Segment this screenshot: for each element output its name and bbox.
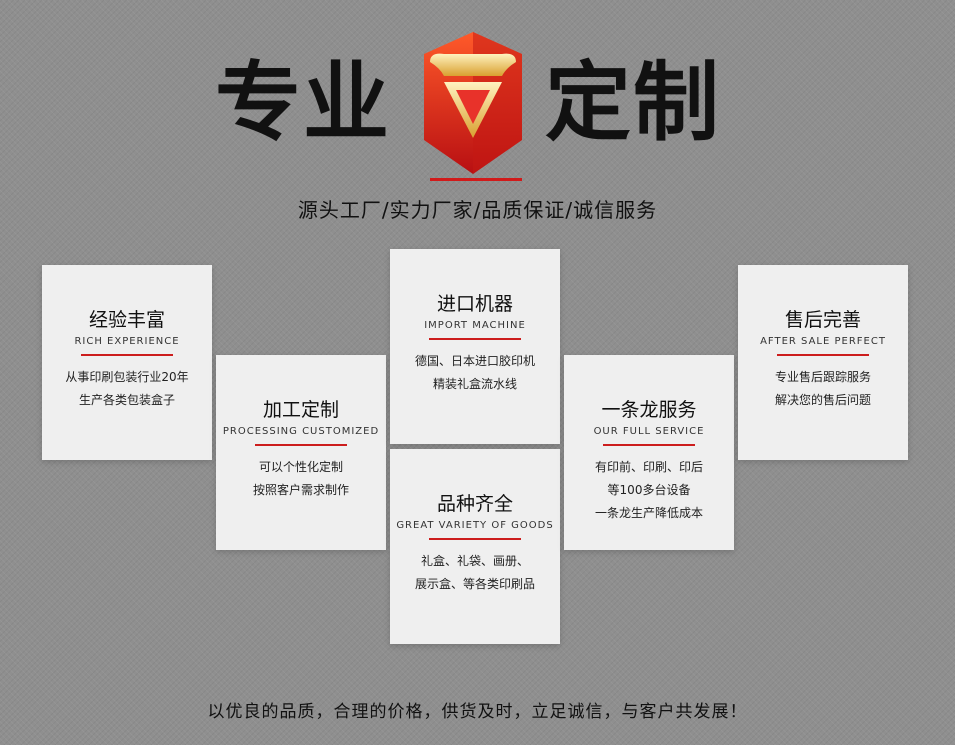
card-line: 展示盒、等各类印刷品 (414, 577, 535, 591)
card-line: 一条龙生产降低成本 (594, 506, 703, 520)
card-description: 德国、日本进口胶印机 精装礼盒流水线 (390, 350, 560, 396)
card-divider (81, 354, 173, 356)
card-divider (255, 444, 347, 446)
title-right: 定制 (545, 52, 721, 153)
card-divider (429, 338, 521, 340)
card-description: 礼盒、礼袋、画册、 展示盒、等各类印刷品 (390, 550, 560, 596)
shield-emblem-icon (424, 32, 522, 174)
card-title: 品种齐全 (436, 493, 513, 515)
feature-card-experience: 经验丰富 RICH EXPERIENCE 从事印刷包装行业20年 生产各类包装盒… (42, 265, 212, 460)
card-line: 等100多台设备 (607, 483, 691, 497)
card-line: 德国、日本进口胶印机 (414, 354, 535, 368)
card-english-title: GREAT VARIETY OF GOODS (396, 520, 554, 531)
feature-card-machine: 进口机器 IMPORT MACHINE 德国、日本进口胶印机 精装礼盒流水线 (390, 249, 560, 444)
subtitle: 源头工厂/实力厂家/品质保证/诚信服务 (297, 198, 658, 222)
card-line: 有印前、印刷、印后 (594, 460, 703, 474)
feature-card-variety: 品种齐全 GREAT VARIETY OF GOODS 礼盒、礼袋、画册、 展示… (390, 449, 560, 644)
feature-card-customized: 加工定制 PROCESSING CUSTOMIZED 可以个性化定制 按照客户需… (216, 355, 386, 550)
card-line: 精装礼盒流水线 (432, 377, 517, 391)
card-description: 专业售后跟踪服务 解决您的售后问题 (738, 366, 908, 412)
card-line: 从事印刷包装行业20年 (65, 370, 189, 384)
card-description: 有印前、印刷、印后 等100多台设备 一条龙生产降低成本 (564, 456, 734, 525)
card-divider (603, 444, 695, 446)
card-line: 专业售后跟踪服务 (774, 370, 871, 384)
title-underline (430, 178, 522, 181)
card-description: 从事印刷包装行业20年 生产各类包装盒子 (42, 366, 212, 412)
card-title: 加工定制 (262, 399, 339, 421)
card-english-title: PROCESSING CUSTOMIZED (222, 426, 380, 437)
card-line: 可以个性化定制 (258, 460, 343, 474)
card-line: 解决您的售后问题 (774, 393, 871, 407)
card-title: 一条龙服务 (601, 399, 697, 421)
card-english-title: AFTER SALE PERFECT (760, 336, 886, 347)
card-line: 按照客户需求制作 (252, 483, 349, 497)
card-english-title: RICH EXPERIENCE (74, 336, 180, 347)
card-divider (777, 354, 869, 356)
card-title: 进口机器 (436, 293, 513, 315)
title-left: 专业 (215, 52, 391, 153)
card-line: 生产各类包装盒子 (78, 393, 175, 407)
card-divider (429, 538, 521, 540)
card-english-title: OUR FULL SERVICE (593, 426, 705, 437)
feature-card-after-sale: 售后完善 AFTER SALE PERFECT 专业售后跟踪服务 解决您的售后问… (738, 265, 908, 460)
card-title: 售后完善 (784, 309, 861, 331)
card-line: 礼盒、礼袋、画册、 (420, 554, 529, 568)
footer-slogan: 以优良的品质，合理的价格，供货及时，立足诚信，与客户共发展！ (207, 702, 748, 722)
feature-card-full-service: 一条龙服务 OUR FULL SERVICE 有印前、印刷、印后 等100多台设… (564, 355, 734, 550)
card-description: 可以个性化定制 按照客户需求制作 (216, 456, 386, 502)
card-title: 经验丰富 (88, 309, 165, 331)
card-english-title: IMPORT MACHINE (424, 320, 526, 331)
